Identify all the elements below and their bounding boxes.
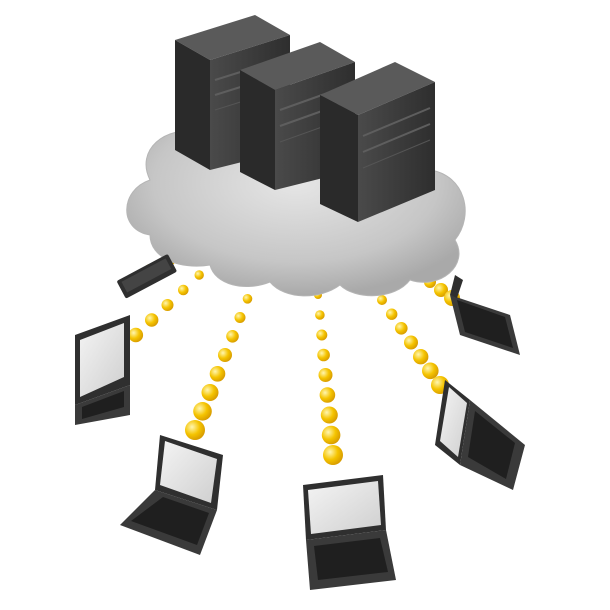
- connection-dot: [320, 406, 338, 424]
- connection-dot: [316, 329, 328, 341]
- connection-dot: [321, 425, 341, 445]
- server-3: [320, 62, 435, 222]
- server-towers: [175, 15, 435, 222]
- connection-dot: [234, 312, 246, 323]
- laptop-right: [450, 275, 520, 355]
- connection-dot: [226, 330, 239, 343]
- connection-dot: [194, 270, 204, 280]
- connection-dot: [242, 294, 253, 304]
- connection-dot: [434, 283, 448, 297]
- connection-dot: [185, 420, 205, 440]
- connection-dot: [145, 313, 159, 327]
- connection-dot: [377, 295, 387, 305]
- connection-dot: [193, 402, 212, 421]
- connection-dot: [386, 308, 398, 320]
- laptop-bottom-left: [120, 435, 223, 555]
- connection-dot: [218, 348, 232, 362]
- connection-dot: [413, 349, 429, 365]
- connection-dot: [178, 284, 189, 296]
- connection-dot: [128, 327, 144, 343]
- connection-dot: [209, 366, 226, 382]
- connection-dot: [422, 362, 439, 380]
- connection-dot: [319, 387, 336, 403]
- laptop-bottom-center: [303, 475, 396, 590]
- laptop-bottom-right: [435, 380, 525, 490]
- connection-dots: [112, 241, 460, 465]
- connection-dot: [395, 322, 408, 335]
- connection-line-bottom-left: [185, 276, 259, 440]
- connection-dot: [315, 310, 325, 320]
- laptop-left: [75, 315, 130, 425]
- connection-dot: [404, 335, 418, 350]
- connection-line-bottom-right: [377, 295, 449, 394]
- laptops: [75, 254, 525, 590]
- connection-dot: [201, 384, 219, 401]
- connection-dot: [317, 348, 330, 362]
- laptop-top-left: [117, 254, 177, 299]
- connection-dot: [323, 445, 343, 465]
- connection-line-bottom-center: [314, 291, 343, 465]
- connection-dot: [318, 368, 333, 382]
- connection-dot: [161, 299, 174, 311]
